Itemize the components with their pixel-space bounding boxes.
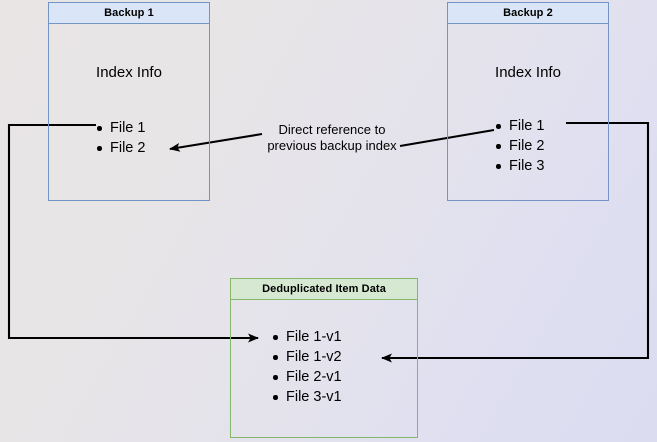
list-item: File 2	[495, 136, 544, 156]
box-backup-2-header: Backup 2	[448, 3, 608, 24]
list-item: File 3-v1	[272, 387, 342, 407]
box-deduplicated-item-data-body: File 1-v1 File 1-v2 File 2-v1 File 3-v1	[231, 300, 417, 437]
annotation-direct-reference-line-1: Direct reference to	[278, 122, 386, 137]
list-item: File 1-v1	[272, 327, 342, 347]
box-backup-1-header: Backup 1	[49, 3, 209, 24]
list-item: File 2-v1	[272, 367, 342, 387]
box-deduplicated-item-data[interactable]: Deduplicated Item Data File 1-v1 File 1-…	[230, 278, 418, 438]
annotation-direct-reference-line-2: previous backup index	[267, 138, 397, 153]
box-backup-1-index-label: Index Info	[96, 64, 162, 81]
box-deduplicated-item-data-header: Deduplicated Item Data	[231, 279, 417, 300]
box-backup-1-body: Index Info File 1 File 2	[49, 24, 209, 200]
box-backup-2-file-list: File 1 File 2 File 3	[495, 116, 544, 176]
list-item: File 1-v2	[272, 347, 342, 367]
box-deduplicated-item-data-file-list: File 1-v1 File 1-v2 File 2-v1 File 3-v1	[272, 327, 342, 407]
annotation-direct-reference: Direct reference to previous backup inde…	[252, 122, 412, 154]
box-backup-1[interactable]: Backup 1 Index Info File 1 File 2	[48, 2, 210, 201]
box-backup-2[interactable]: Backup 2 Index Info File 1 File 2 File 3	[447, 2, 609, 201]
box-backup-2-body: Index Info File 1 File 2 File 3	[448, 24, 608, 200]
list-item: File 1	[495, 116, 544, 136]
list-item: File 1	[96, 118, 145, 138]
box-backup-1-file-list: File 1 File 2	[96, 118, 145, 158]
list-item: File 3	[495, 156, 544, 176]
box-backup-2-index-label: Index Info	[495, 64, 561, 81]
list-item: File 2	[96, 138, 145, 158]
